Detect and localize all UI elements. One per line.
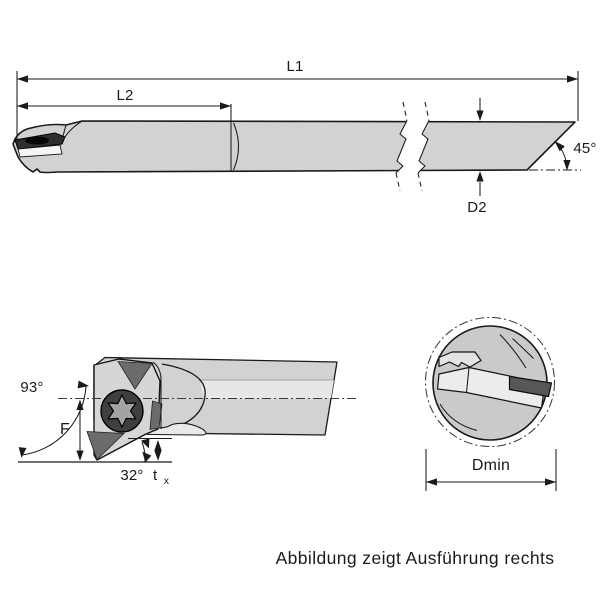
insert-chipbreaker-top [117, 361, 153, 390]
dim-arrow [567, 75, 578, 83]
dim-arrow [142, 451, 152, 463]
approach-angle-label: 93° [20, 379, 43, 396]
section-chip-curve-2 [512, 338, 534, 359]
dimension-dmin: Dmin [425, 449, 557, 491]
break-lines [395, 101, 430, 192]
holder-front-corner [152, 361, 162, 381]
insert-chipbreaker-corner [86, 431, 125, 461]
dim-arrow [18, 447, 27, 458]
cross-section-view: Dmin [425, 317, 557, 491]
dim-arrow [563, 160, 571, 171]
dimension-d2: D2 [467, 98, 487, 216]
front-detail-view: 93° F 32° t x [18, 356, 358, 487]
dim-arrow [76, 450, 84, 461]
shank-highlight-band [200, 380, 334, 399]
angle-arc-32 [141, 441, 146, 463]
dim-arrow [426, 478, 437, 486]
section-insert [508, 375, 553, 398]
dimension-l2: L2 [17, 87, 231, 110]
bar-body [12, 120, 576, 174]
section-clamp [438, 351, 482, 368]
l1-label: L1 [286, 58, 303, 75]
section-blade-face-line [465, 367, 470, 393]
tx-label-main: t [153, 467, 158, 484]
dim-arrow [220, 102, 231, 110]
dim-arrow [154, 450, 162, 461]
side-view: L1 L2 D2 45° [12, 58, 596, 216]
dim-arrow [141, 438, 150, 449]
break-line-left [395, 120, 408, 174]
inclination-angle-callout: 32° [120, 438, 152, 484]
dim-arrow [476, 110, 484, 121]
approach-angle-callout: 93° [18, 379, 89, 458]
head-clamp-edge [62, 124, 67, 137]
screw-hole-side [25, 136, 49, 145]
dim-arrow [17, 75, 28, 83]
dimension-tx: t x [153, 440, 170, 487]
inclination-angle-label: 32° [120, 467, 143, 484]
shank-joint-arc [233, 122, 240, 171]
f-label: F [60, 421, 70, 438]
chamfer-angle-label: 45° [573, 140, 596, 157]
break-gap [396, 119, 429, 174]
min-bore-circle [425, 317, 555, 447]
dimension-l1: L1 [16, 58, 579, 141]
break-line-right [417, 120, 430, 174]
dim-arrow [154, 440, 162, 451]
dmin-label: Dmin [472, 457, 510, 474]
dim-arrow [77, 380, 89, 389]
torx-screw-icon [107, 394, 137, 428]
angle-arc-93 [21, 385, 87, 456]
dim-arrow [476, 171, 484, 182]
drawing-caption: Abbildung zeigt Ausführung rechts [276, 548, 555, 568]
chamfer-angle-callout: 45° [529, 140, 596, 171]
head-clamp-curve [64, 120, 83, 138]
l2-label: L2 [116, 87, 133, 104]
dimension-f: F [60, 399, 84, 461]
insert-pocket [17, 144, 63, 158]
break-dash-ext [395, 101, 430, 192]
d2-label: D2 [467, 199, 487, 216]
insert-chipbreaker-right [149, 400, 163, 430]
section-chip-curve-1 [499, 334, 527, 369]
dim-arrow [545, 478, 556, 486]
dim-arrow [554, 141, 565, 152]
section-lower-curve [439, 403, 478, 432]
dim-arrow [76, 399, 84, 410]
tx-label: t x [153, 467, 170, 487]
tx-label-sub: x [164, 475, 170, 487]
dim-arrow [17, 102, 28, 110]
